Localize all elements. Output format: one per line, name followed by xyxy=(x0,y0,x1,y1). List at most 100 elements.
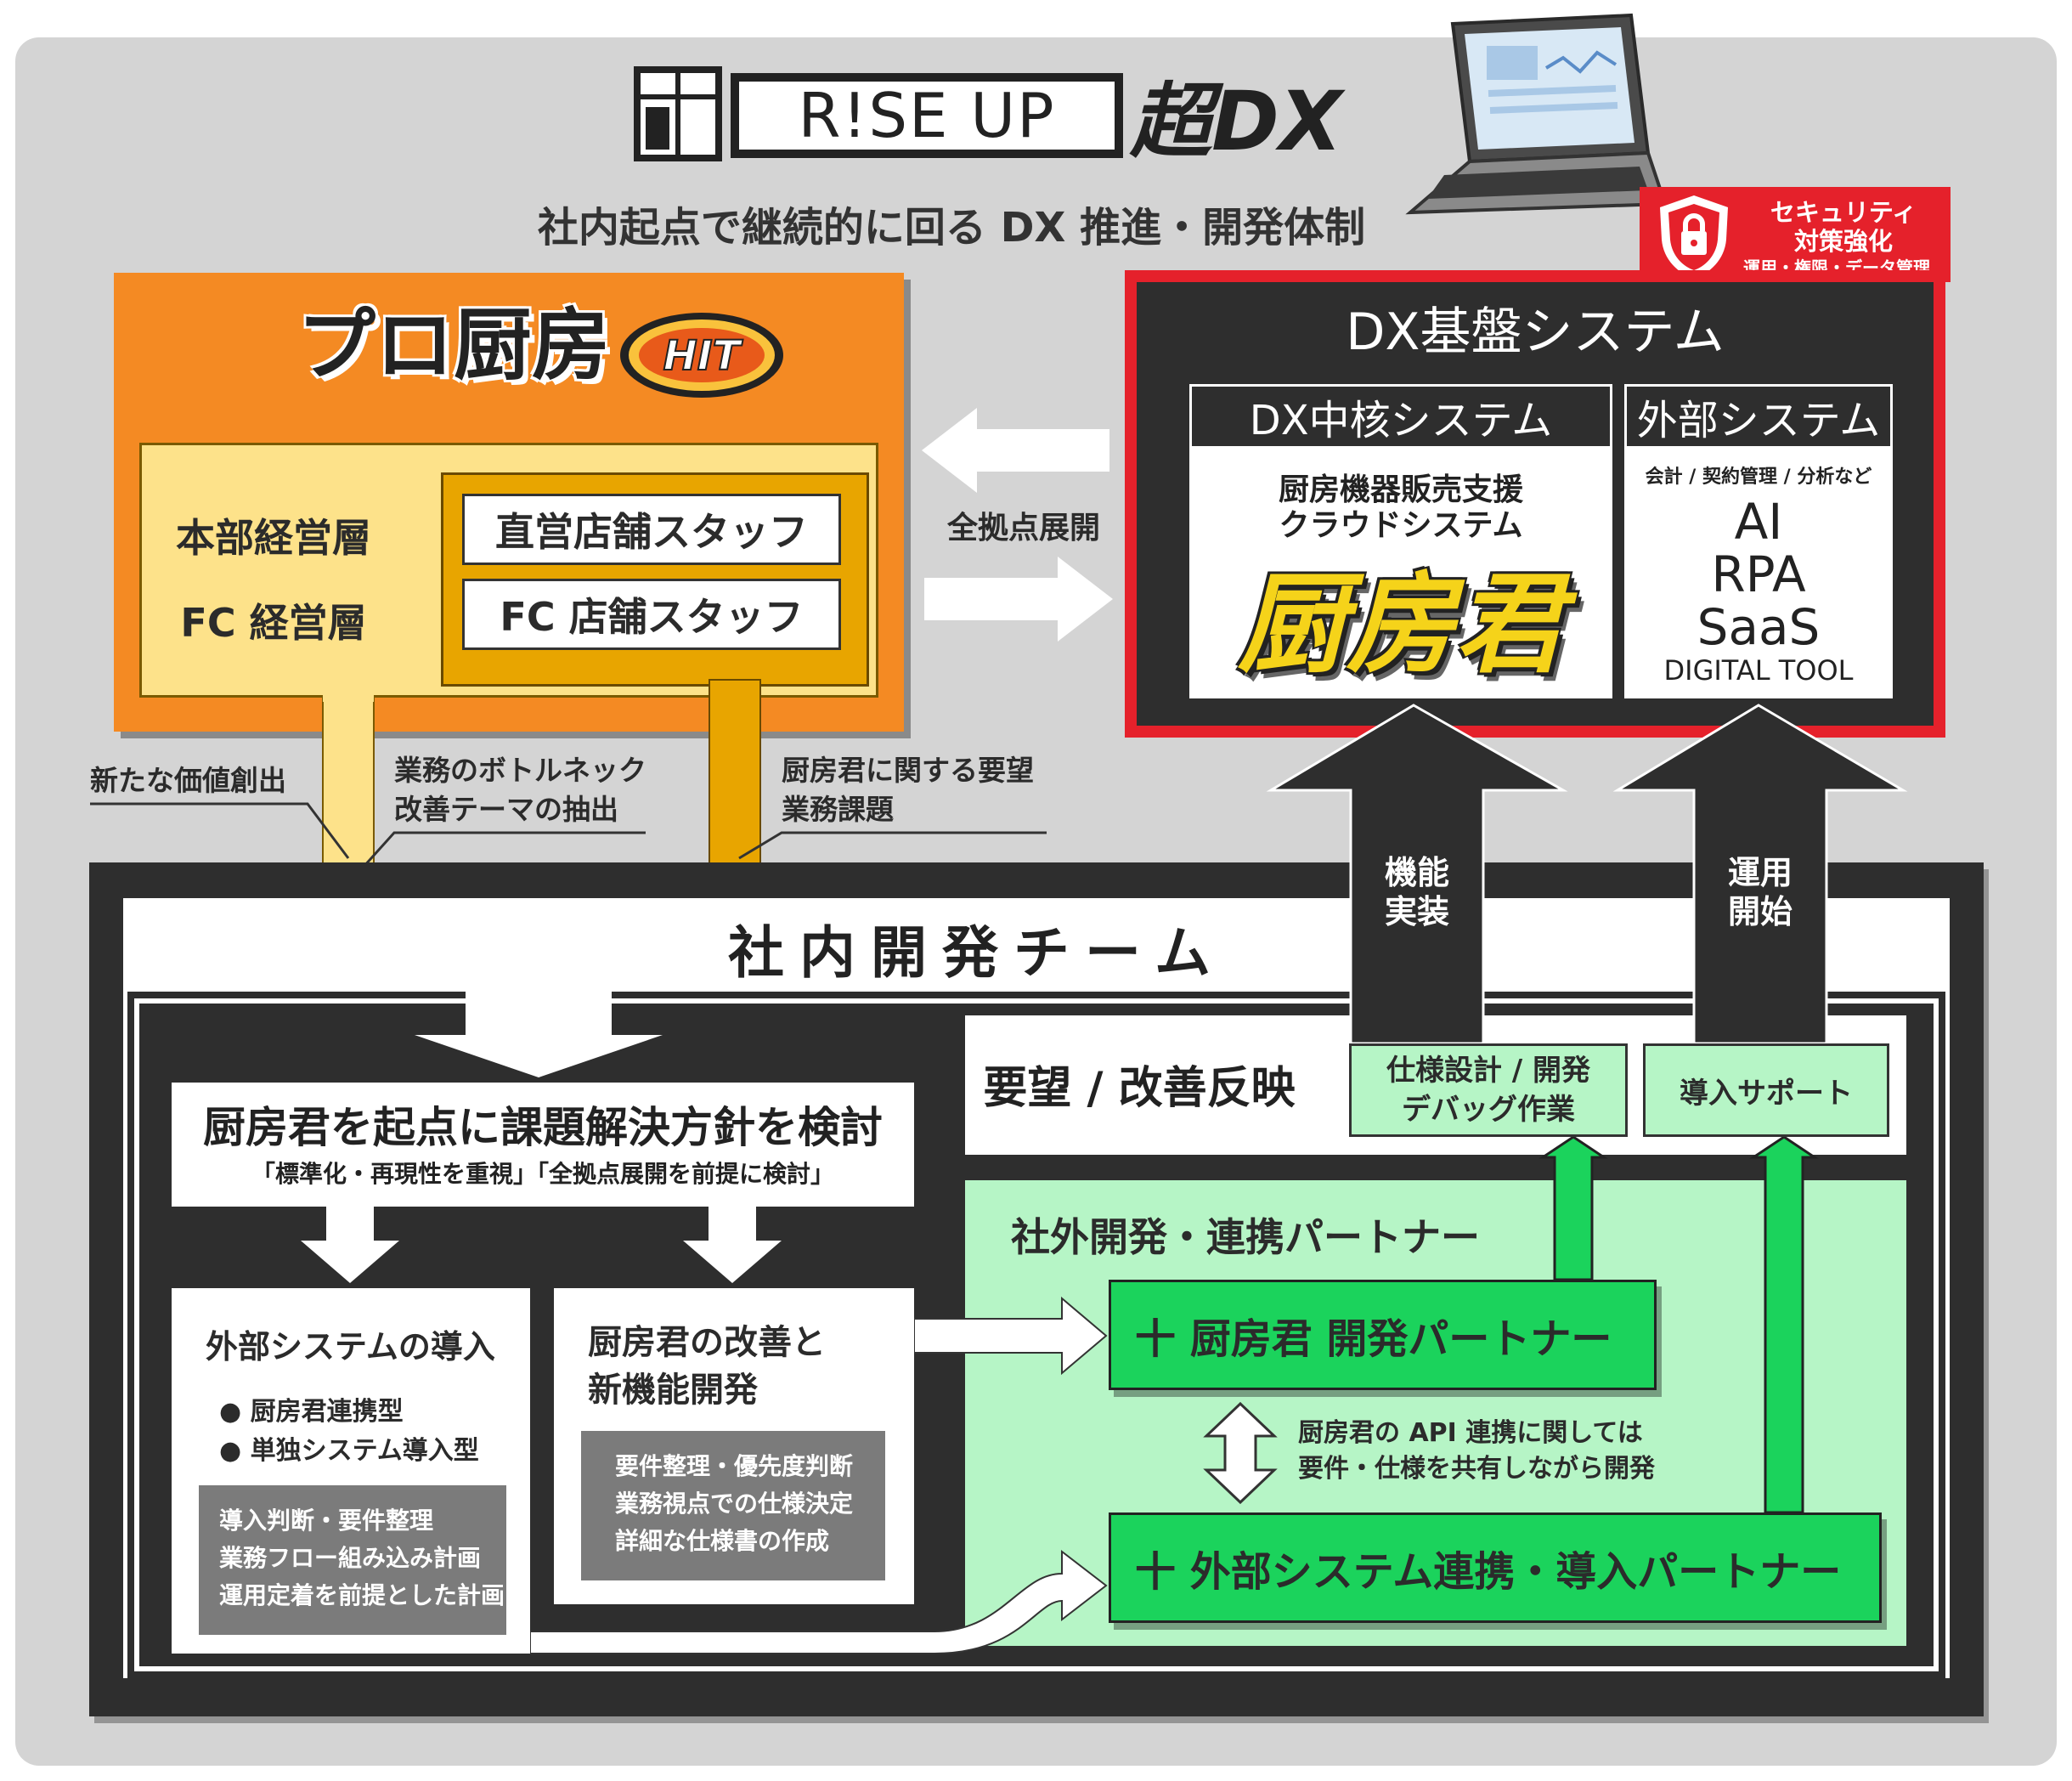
partner-area-title: 社外開発・連携パートナー xyxy=(1011,1214,1480,1260)
pro-chubo-panel: プロ厨房 HIT 本部経営層 FC 経営層 直営店舗スタッフ FC 店舗スタッフ xyxy=(114,273,904,732)
dev-partner: 十 厨房君 開発パートナー xyxy=(1109,1280,1657,1390)
arrow-to-dev-partner-icon xyxy=(913,1296,1108,1376)
bottleneck-line-1: 業務のボトルネック xyxy=(394,754,646,787)
reflect-label: 要望 / 改善反映 xyxy=(983,1062,1296,1114)
api-note-line-1: 厨房君の API 連携に関しては xyxy=(1298,1418,1643,1448)
bullet-icon: ● xyxy=(219,1397,251,1427)
logo-frame xyxy=(731,73,1123,158)
spec-dev-box: 仕様設計 / 開発 デバッグ作業 xyxy=(1349,1043,1628,1137)
lock-shield-icon xyxy=(1660,195,1728,279)
deploy-label: 全拠点展開 xyxy=(946,511,1100,546)
policy-box: 厨房君を起点に課題解決方針を検討 「標準化・再現性を重視」「全拠点展開を前提に検… xyxy=(172,1083,914,1207)
security-badge: セキュリティ 対策強化 運用・権限・データ管理 xyxy=(1640,187,1951,282)
staff-group: 直営店舗スタッフ FC 店舗スタッフ xyxy=(441,472,869,687)
dx-core-desc-1: 厨房機器販売支援 xyxy=(1278,472,1523,507)
arrow-stem-yellow xyxy=(323,680,374,702)
improvement-box: 厨房君の改善と 新機能開発 要件整理・優先度判断 業務視点での仕様決定 詳細な仕… xyxy=(554,1288,914,1604)
fc-management: FC 経営層 xyxy=(180,600,367,646)
external-system: 外部システム 会計 / 契約管理 / 分析など AI RPA SaaS DIGI… xyxy=(1624,384,1893,698)
bullet-linked-type: ● 厨房君連携型 xyxy=(219,1390,508,1427)
fc-store-staff: FC 店舗スタッフ xyxy=(462,579,841,650)
operate-line-1: 運用 xyxy=(1727,854,1793,891)
impr-task-1: 要件整理・優先度判断 xyxy=(615,1452,854,1480)
arrow-to-integration-partner-icon xyxy=(529,1549,1108,1654)
external-ai: AI xyxy=(1734,493,1783,551)
direct-store-staff: 直営店舗スタッフ xyxy=(462,494,841,565)
api-note-line-2: 要件・仕様を共有しながら開発 xyxy=(1298,1454,1655,1484)
dev-team-workspace-frame xyxy=(134,998,1939,1671)
external-introduction-title: 外部システムの導入 xyxy=(206,1328,495,1365)
bullet-standalone-type: ● 単独システム導入型 xyxy=(219,1429,508,1466)
implement-line-2: 実装 xyxy=(1384,893,1449,930)
external-rpa: RPA xyxy=(1711,546,1806,603)
green-up-arrow-dev-icon xyxy=(1538,1135,1608,1281)
api-note: 厨房君の API 連携に関しては 要件・仕様を共有しながら開発 xyxy=(1298,1416,1740,1492)
improvement-title-1: 厨房君の改善と xyxy=(588,1323,826,1362)
request-line-2: 業務課題 xyxy=(782,793,894,826)
bidirectional-arrow-icon xyxy=(1203,1401,1278,1505)
external-introduction-box: 外部システムの導入 ● 厨房君連携型 ● 単独システム導入型 導入判断・要件整理… xyxy=(172,1288,530,1654)
improvement-title: 厨房君の改善と 新機能開発 xyxy=(588,1319,894,1414)
spec-line-2: デバッグ作業 xyxy=(1402,1093,1575,1127)
external-system-heading: 外部システム xyxy=(1624,384,1893,449)
ext-task-3: 運用定着を前提とした計画 xyxy=(219,1581,505,1609)
request-line-1: 厨房君に関する要望 xyxy=(782,754,1034,787)
laptop-icon xyxy=(1405,13,1668,215)
bullet-linked-type-text: 厨房君連携型 xyxy=(250,1397,404,1427)
external-saas: SaaS xyxy=(1697,598,1821,656)
dev-team-title: 社内開発チーム xyxy=(727,920,1227,986)
integration-partner: 十 外部システム連携・導入パートナー xyxy=(1109,1512,1882,1623)
ext-task-2: 業務フロー組み込み計画 xyxy=(219,1544,482,1572)
support-box: 導入サポート xyxy=(1643,1043,1889,1137)
spec-line-1: 仕様設計 / 開発 xyxy=(1386,1054,1591,1088)
security-title-2: 対策強化 xyxy=(1793,227,1893,256)
dx-core-heading: DX中核システム xyxy=(1189,384,1612,449)
down-arrow-improve-icon xyxy=(683,1207,782,1283)
dx-core-desc-2: クラウドシステム xyxy=(1279,508,1523,543)
bottleneck-label: 業務のボトルネック 改善テーマの抽出 xyxy=(394,751,666,829)
rise-up-logo: R!SE UP 超DX xyxy=(629,63,1342,169)
hit-badge-icon: HIT xyxy=(620,313,783,398)
policy-title: 厨房君を起点に課題解決方針を検討 xyxy=(203,1103,883,1152)
support-text: 導入サポート xyxy=(1680,1076,1853,1111)
request-label: 厨房君に関する要望 業務課題 xyxy=(782,751,1053,829)
right-arrow-icon xyxy=(924,557,1113,642)
impr-task-2: 業務視点での仕様決定 xyxy=(615,1490,854,1518)
external-system-examples: 会計 / 契約管理 / 分析など xyxy=(1645,466,1872,488)
dx-base-title: DX基盤システム xyxy=(1346,302,1725,362)
left-arrow-icon xyxy=(922,408,1109,493)
hq-management: 本部経営層 xyxy=(176,515,371,561)
security-title-1: セキュリティ xyxy=(1770,198,1917,227)
operate-line-2: 開始 xyxy=(1727,893,1793,930)
impr-task-3: 詳細な仕様書の作成 xyxy=(615,1527,830,1555)
hit-badge-text: HIT xyxy=(663,332,743,380)
external-digital-tool: DIGITAL TOOL xyxy=(1663,654,1854,687)
logo-suffix: 超DX xyxy=(1130,73,1342,169)
dx-core-system: DX中核システム 厨房機器販売支援 クラウドシステム 厨房君 xyxy=(1189,384,1612,698)
stakeholder-box: 本部経営層 FC 経営層 直営店舗スタッフ FC 店舗スタッフ xyxy=(139,443,878,698)
external-introduction-tasks: 導入判断・要件整理 業務フロー組み込み計画 運用定着を前提とした計画 xyxy=(199,1485,506,1635)
ext-task-1: 導入判断・要件整理 xyxy=(219,1507,434,1535)
implement-label: 機能 実装 xyxy=(1351,850,1483,935)
implement-line-1: 機能 xyxy=(1384,854,1449,891)
green-up-arrow-integration-icon xyxy=(1749,1135,1819,1514)
leader-line-new xyxy=(90,802,350,859)
kitchen-cabinet-icon xyxy=(634,66,722,161)
logo-text: R!SE UP xyxy=(798,80,1056,151)
leader-line-request xyxy=(738,831,1047,860)
improvement-tasks: 要件整理・優先度判断 業務視点での仕様決定 詳細な仕様書の作成 xyxy=(581,1431,885,1580)
pro-chubo-logo: プロ厨房 xyxy=(296,299,610,391)
down-arrow-ext-icon xyxy=(301,1207,399,1283)
bullet-icon: ● xyxy=(219,1436,251,1466)
chubo-kun-logo: 厨房君 xyxy=(1237,561,1564,688)
operate-label: 運用 開始 xyxy=(1694,850,1826,935)
down-arrow-to-policy-icon xyxy=(415,992,663,1077)
improvement-title-2: 新機能開発 xyxy=(588,1371,758,1410)
spec-dev-text: 仕様設計 / 開発 デバッグ作業 xyxy=(1352,1046,1625,1134)
bottleneck-line-2: 改善テーマの抽出 xyxy=(394,793,618,826)
bullet-standalone-type-text: 単独システム導入型 xyxy=(250,1436,479,1466)
subtitle: 社内起点で継続的に回る DX 推進・開発体制 xyxy=(537,204,1366,252)
new-value-label: 新たな価値創出 xyxy=(90,764,286,797)
